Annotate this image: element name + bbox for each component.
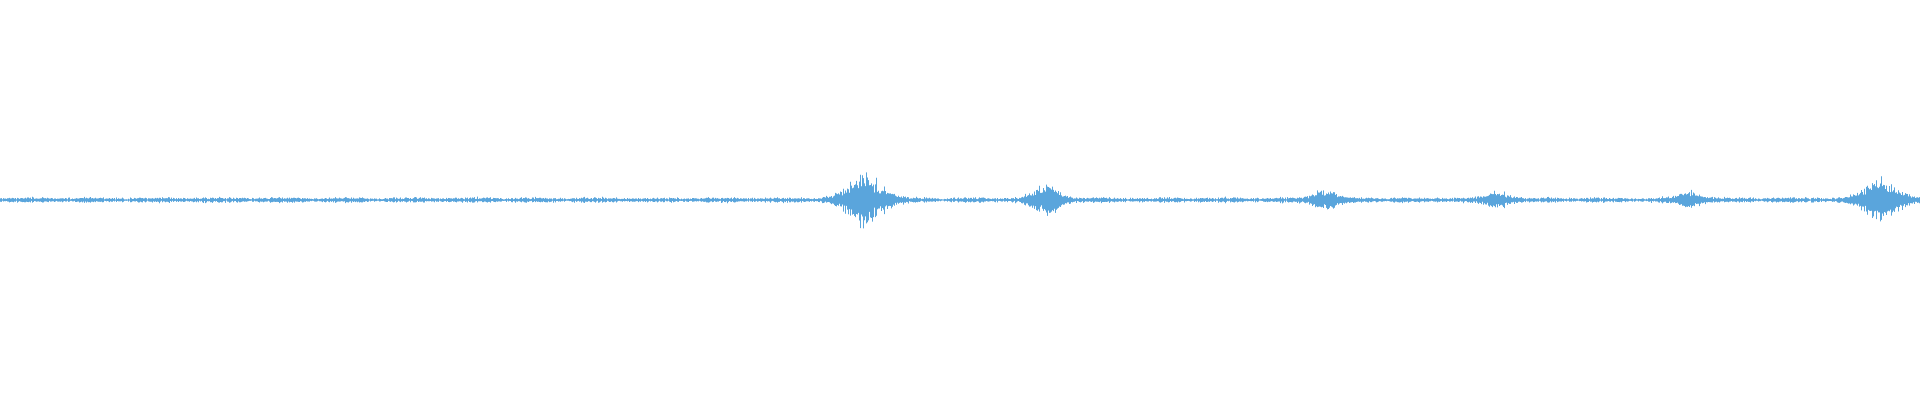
- waveform-samples: [0, 172, 1920, 229]
